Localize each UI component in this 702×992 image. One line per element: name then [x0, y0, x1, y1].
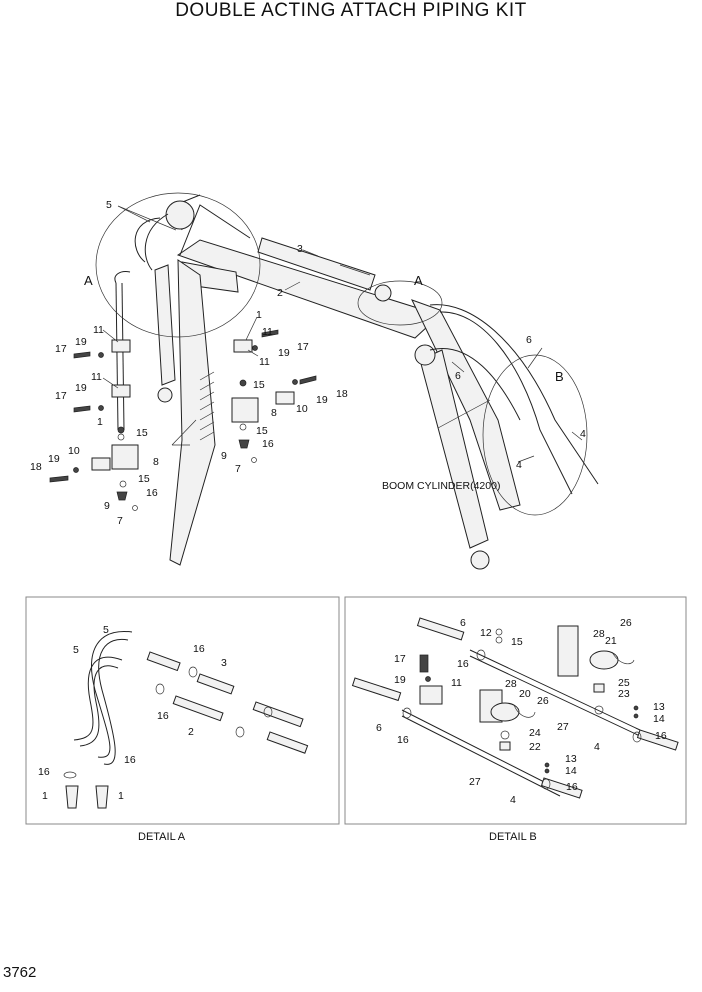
leader-lines: [102, 205, 583, 463]
callout-main: 10: [296, 403, 308, 415]
callout-detail-b: 16: [397, 734, 409, 746]
callout-detail-b: 4: [594, 741, 600, 753]
callout-detail-a: 2: [188, 726, 194, 738]
callout-detail-a: 16: [193, 643, 205, 655]
callout-main: 15: [253, 379, 265, 391]
callout-detail-b: 20: [519, 688, 531, 700]
detail-b-caption: DETAIL B: [489, 831, 537, 843]
callout-detail-b: 28: [505, 678, 517, 690]
callout-detail-b: 12: [480, 627, 492, 639]
callout-detail-b: 13: [653, 701, 665, 713]
callout-detail-a: 16: [157, 710, 169, 722]
callout-detail-b: 11: [451, 677, 462, 689]
main-callouts: 5 3 2 1 11 11 19 17 19 17 11 17 19 11 15…: [30, 199, 586, 527]
boom-assembly: [49, 192, 599, 570]
callout-detail-b: 27: [469, 776, 481, 788]
callout-detail-b: 17: [394, 653, 406, 665]
callout-detail-b: 27: [557, 721, 569, 733]
callout-detail-b: 6: [460, 617, 466, 629]
callout-detail-b: 25: [618, 677, 630, 689]
callout-main: 16: [262, 438, 274, 450]
detail-marker-a: A: [84, 273, 93, 288]
callout-detail-b: 16: [457, 658, 469, 670]
callout-main: 4: [516, 459, 522, 471]
callout-detail-b: 14: [653, 713, 665, 725]
callout-main: 17: [55, 390, 67, 402]
callout-detail-b: 24: [529, 727, 541, 739]
page-number: 3762: [3, 964, 37, 981]
detail-a-parts: [63, 631, 309, 809]
callout-main: 19: [48, 453, 60, 465]
callout-detail-a: 5: [73, 644, 79, 656]
callout-main: 1: [97, 416, 103, 428]
callout-detail-a: 1: [42, 790, 48, 802]
callout-detail-b: 14: [565, 765, 577, 777]
callout-detail-a: 3: [221, 657, 227, 669]
callout-main: 10: [68, 445, 80, 457]
callout-main: 19: [75, 336, 87, 348]
callout-main: 19: [316, 394, 328, 406]
page-title: DOUBLE ACTING ATTACH PIPING KIT: [175, 0, 527, 21]
detail-a-frame: [25, 596, 340, 825]
callout-detail-b: 13: [565, 753, 577, 765]
callout-main: 18: [30, 461, 42, 473]
detail-a-callouts: 5 5 16 3 16 2 16 16 1 1: [38, 624, 227, 802]
callout-main: 5: [106, 199, 112, 211]
callout-detail-b: 19: [394, 674, 406, 686]
boom-cylinder-label: BOOM CYLINDER(4200): [382, 480, 500, 492]
callout-main: 16: [146, 487, 158, 499]
callout-detail-b: 28: [593, 628, 605, 640]
callout-main: 6: [455, 370, 461, 382]
detail-b-frame: [344, 596, 687, 825]
callout-detail-b: 26: [620, 617, 632, 629]
callout-main: 1: [256, 309, 262, 321]
callout-main: 17: [55, 343, 67, 355]
callout-main: 9: [104, 500, 110, 512]
callout-main: 17: [297, 341, 309, 353]
callout-main: 18: [336, 388, 348, 400]
detail-a-caption: DETAIL A: [138, 831, 186, 843]
detail-b-callouts: 6 12 15 16 17 19 11 6 16 26 28 21 28 20 …: [376, 617, 667, 806]
callout-main: 11: [93, 324, 104, 336]
callout-detail-b: 16: [566, 781, 578, 793]
callout-main: 11: [262, 326, 273, 338]
detail-marker-b: B: [555, 369, 564, 384]
callout-main: 9: [221, 450, 227, 462]
callout-detail-b: 4: [510, 794, 516, 806]
callout-detail-b: 22: [529, 741, 541, 753]
callout-main: 15: [138, 473, 150, 485]
callout-detail-b: 26: [537, 695, 549, 707]
callout-main: 11: [91, 371, 102, 383]
callout-main: 8: [153, 456, 159, 468]
callout-main: 8: [271, 407, 277, 419]
callout-detail-b: 6: [376, 722, 382, 734]
callout-main: 7: [235, 463, 241, 475]
callout-main: 15: [256, 425, 268, 437]
callout-main: 19: [278, 347, 290, 359]
callout-detail-a: 16: [38, 766, 50, 778]
callout-detail-a: 16: [124, 754, 136, 766]
callout-main: 19: [75, 382, 87, 394]
callout-main: 3: [297, 243, 303, 255]
callout-main: 15: [136, 427, 148, 439]
callout-detail-b: 23: [618, 688, 630, 700]
detail-marker-a: A: [414, 273, 423, 288]
callout-detail-a: 1: [118, 790, 124, 802]
callout-main: 11: [259, 356, 270, 368]
callout-detail-a: 5: [103, 624, 109, 636]
callout-main: 2: [277, 287, 283, 299]
callout-detail-b: 21: [605, 635, 617, 647]
callout-detail-b: 16: [655, 730, 667, 742]
callout-main: 4: [580, 428, 586, 440]
detail-b-parts: [351, 617, 679, 799]
callout-main: 7: [117, 515, 123, 527]
callout-main: 6: [526, 334, 532, 346]
callout-detail-b: 15: [511, 636, 523, 648]
